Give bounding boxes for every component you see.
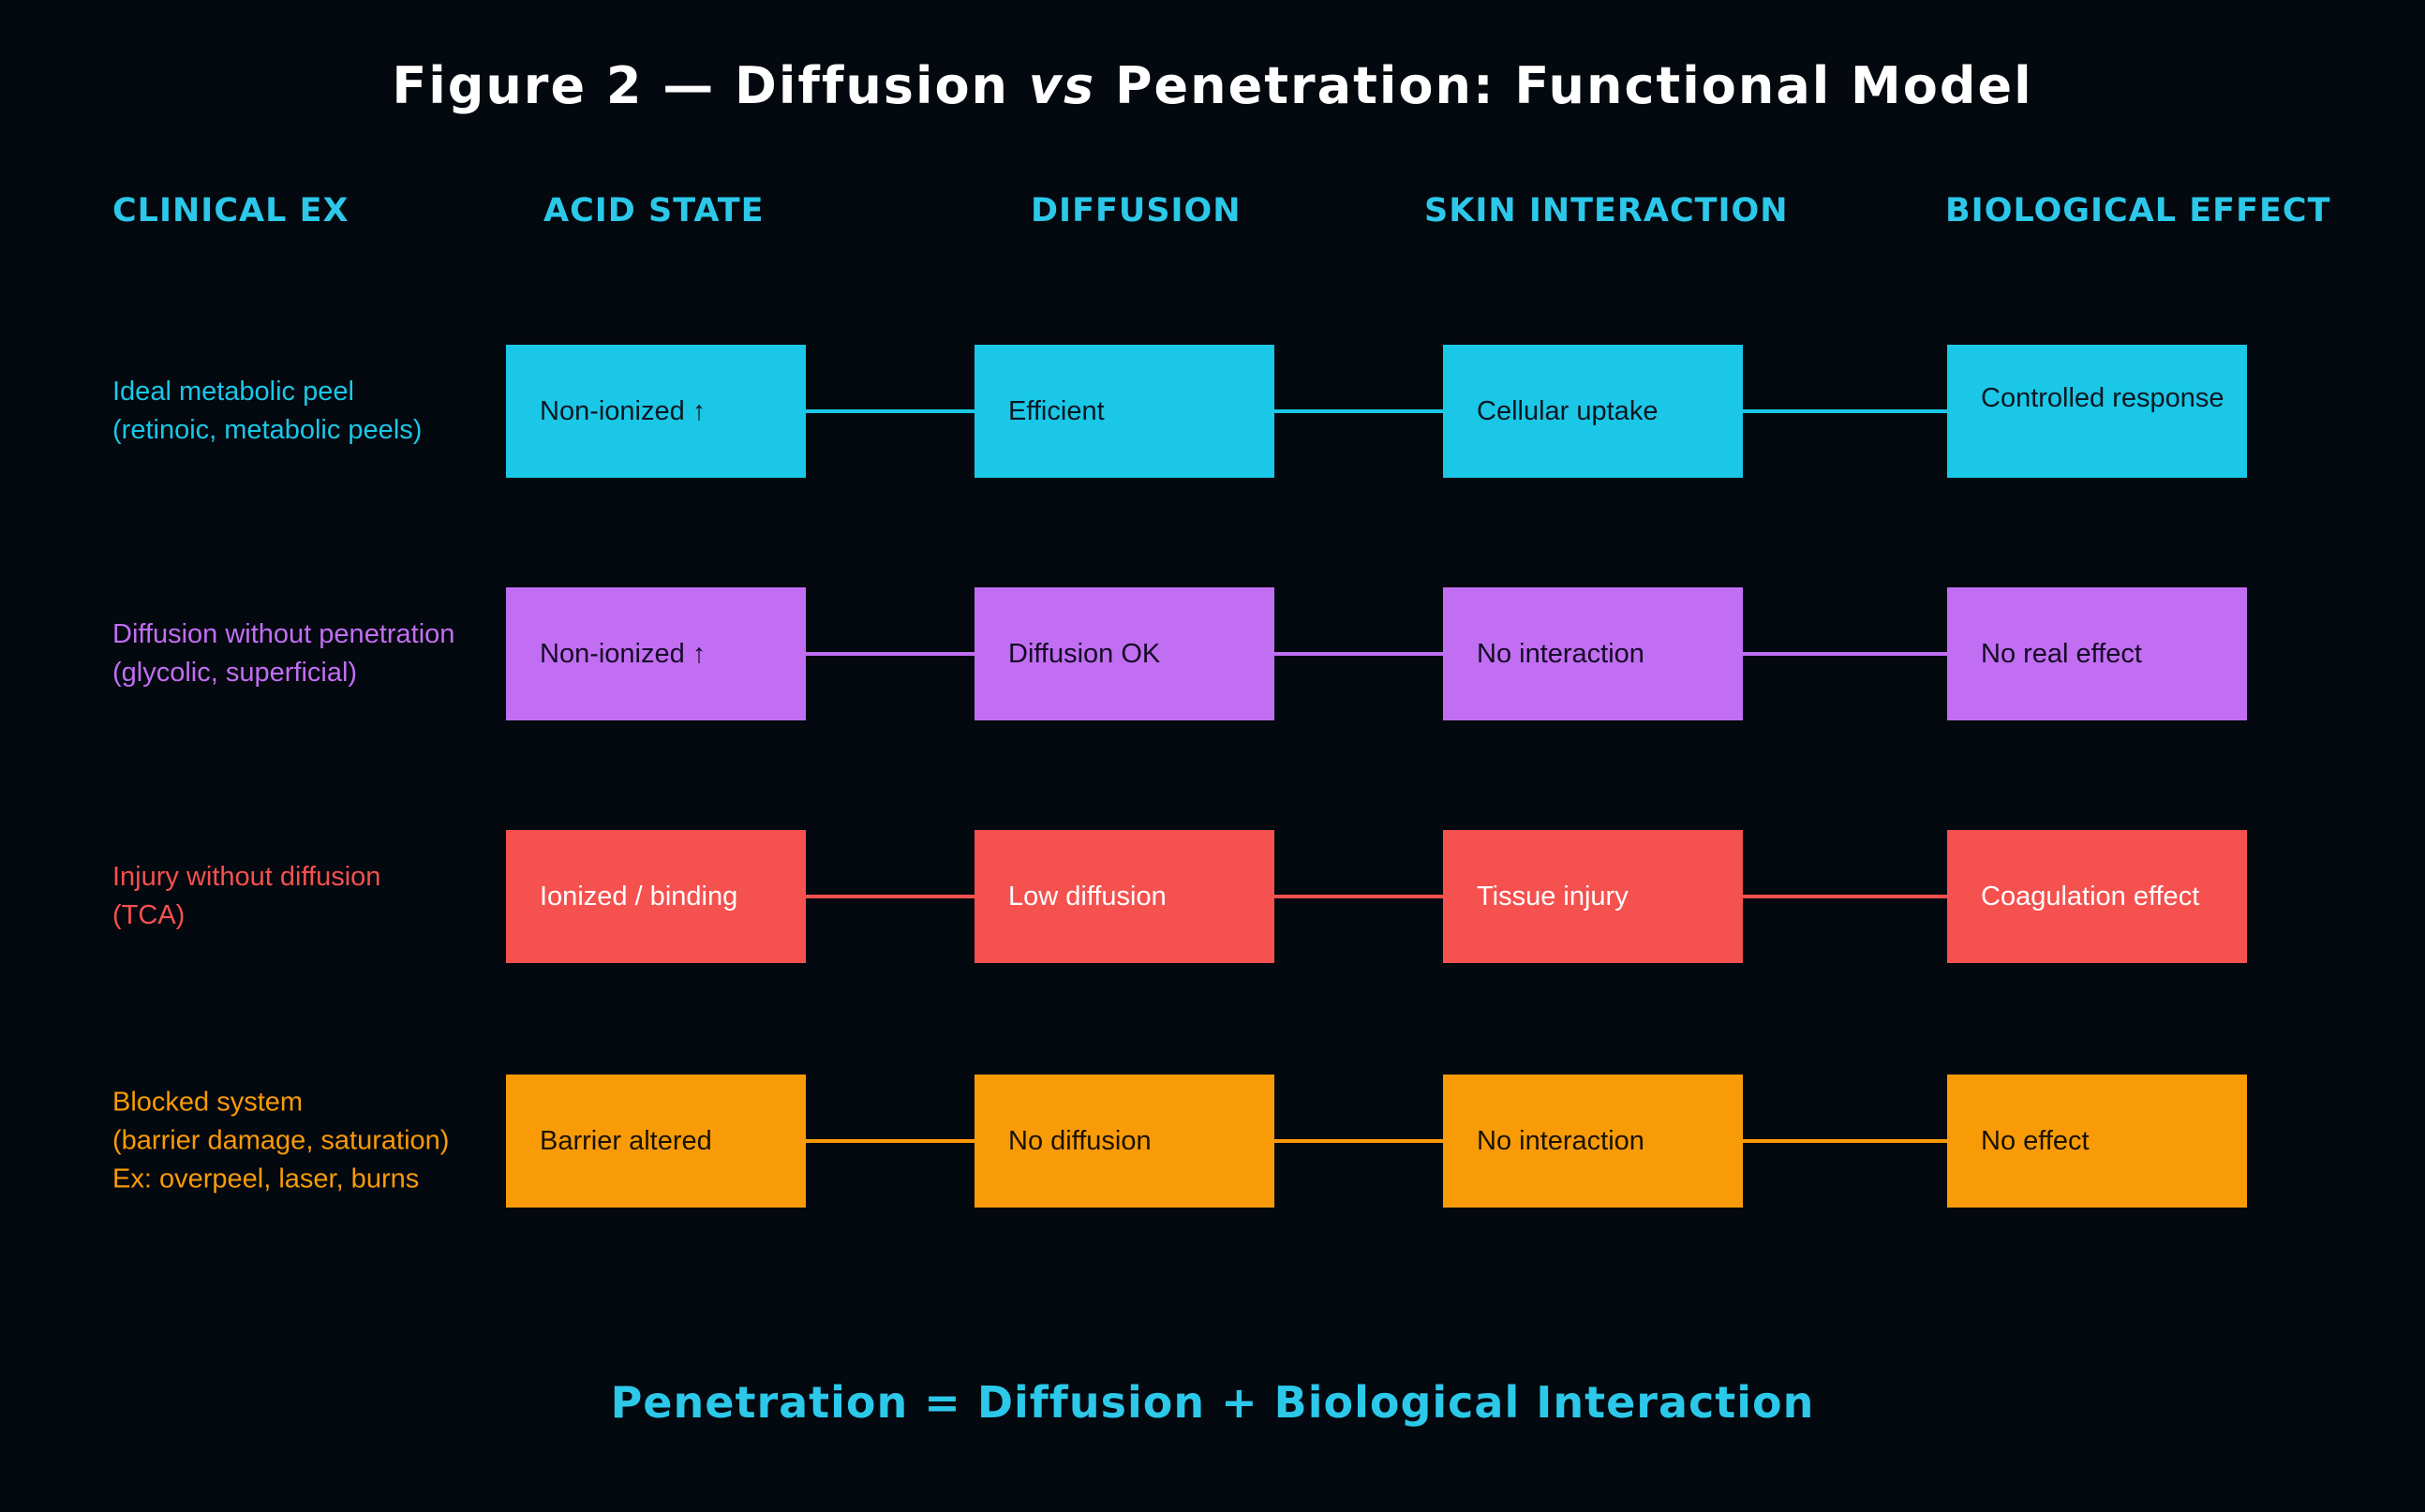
column-header-acid-state: ACID STATE [543, 192, 765, 230]
row-ideal-metabolic-peel: Ideal metabolic peel (retinoic, metaboli… [0, 345, 2425, 478]
box-skin-interaction: Cellular uptake [1443, 345, 1743, 478]
column-header-diffusion: DIFFUSION [1031, 192, 1242, 230]
box-skin-interaction: No interaction [1443, 1075, 1743, 1208]
connector-line [1743, 1139, 1947, 1143]
connector-line [806, 652, 974, 656]
row-label-line: Blocked system [112, 1087, 304, 1118]
row-label: Ideal metabolic peel (retinoic, metaboli… [112, 373, 422, 450]
box-diffusion: Diffusion OK [974, 587, 1274, 720]
column-header-clinical-ex: CLINICAL EX [112, 192, 350, 230]
box-diffusion: No diffusion [974, 1075, 1274, 1208]
row-label-line: (barrier damage, saturation) [112, 1125, 450, 1156]
column-header-skin-interaction: SKIN INTERACTION [1424, 192, 1789, 230]
box-skin-interaction: No interaction [1443, 587, 1743, 720]
figure-title-vs: vs [1028, 56, 1096, 115]
figure-title-pre: Figure 2 — Diffusion [392, 56, 1029, 115]
connector-line [1743, 409, 1947, 413]
row-label-line: (glycolic, superficial) [112, 658, 358, 688]
figure-title-post: Penetration: Functional Model [1095, 56, 2033, 115]
box-acid-state: Non-ionized ↑ [506, 587, 806, 720]
connector-line [806, 895, 974, 898]
box-biological-effect: No real effect [1947, 587, 2247, 720]
row-label: Blocked system (barrier damage, saturati… [112, 1084, 449, 1199]
row-label: Diffusion without penetration (glycolic,… [112, 615, 454, 692]
row-blocked-system: Blocked system (barrier damage, saturati… [0, 1075, 2425, 1208]
row-label-line: (retinoic, metabolic peels) [112, 415, 423, 445]
connector-line [1274, 652, 1443, 656]
row-label-line: (TCA) [112, 900, 186, 930]
row-label: Injury without diffusion (TCA) [112, 858, 380, 935]
row-label-line: Diffusion without penetration [112, 619, 455, 649]
box-acid-state: Ionized / binding [506, 830, 806, 963]
figure-formula: Penetration = Diffusion + Biological Int… [610, 1377, 1815, 1428]
connector-line [806, 409, 974, 413]
connector-line [1274, 1139, 1443, 1143]
box-diffusion: Low diffusion [974, 830, 1274, 963]
box-diffusion: Efficient [974, 345, 1274, 478]
row-label-line: Ex: overpeel, laser, burns [112, 1164, 420, 1194]
box-skin-interaction: Tissue injury [1443, 830, 1743, 963]
row-injury-without-diffusion: Injury without diffusion (TCA) Ionized /… [0, 830, 2425, 963]
box-biological-effect: No effect [1947, 1075, 2247, 1208]
column-header-biological-effect: BIOLOGICAL EFFECT [1945, 192, 2331, 230]
box-acid-state: Non-ionized ↑ [506, 345, 806, 478]
row-diffusion-without-penetration: Diffusion without penetration (glycolic,… [0, 587, 2425, 720]
row-label-line: Injury without diffusion [112, 862, 381, 892]
row-label-line: Ideal metabolic peel [112, 377, 354, 407]
box-biological-effect: Controlled response [1947, 345, 2247, 478]
connector-line [1274, 409, 1443, 413]
box-biological-effect: Coagulation effect [1947, 830, 2247, 963]
connector-line [1274, 895, 1443, 898]
connector-line [1743, 895, 1947, 898]
box-acid-state: Barrier altered [506, 1075, 806, 1208]
figure-title: Figure 2 — Diffusion vs Penetration: Fun… [0, 56, 2425, 115]
connector-line [1743, 652, 1947, 656]
connector-line [806, 1139, 974, 1143]
